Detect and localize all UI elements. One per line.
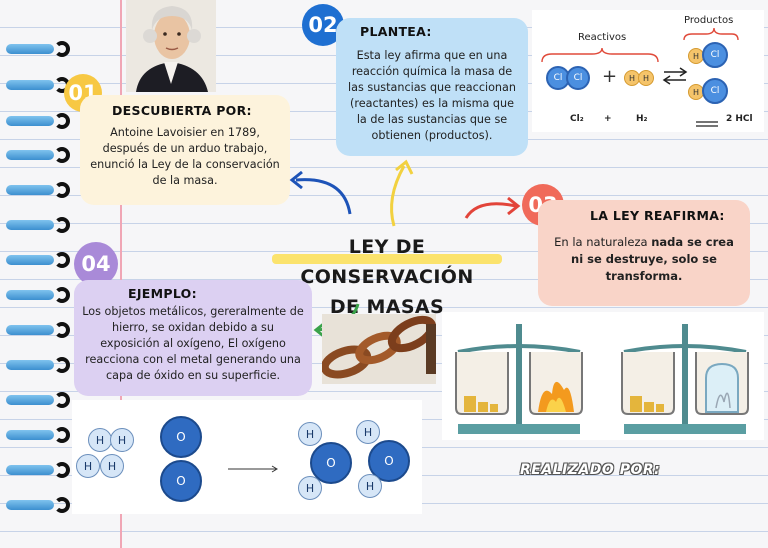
lavoisier-portrait — [126, 0, 216, 92]
reaction-diagram: Reactivos Productos Cl Cl + H H H Cl H C… — [532, 10, 764, 132]
made-by-label: REALIZADO POR: — [520, 462, 661, 478]
ring — [6, 497, 70, 513]
ring — [6, 392, 70, 408]
hydrogen-atom: H — [76, 454, 100, 478]
ring — [6, 147, 70, 163]
oxygen-atom: O — [160, 460, 202, 502]
hydrogen-atom: H — [358, 474, 382, 498]
ring — [6, 462, 70, 478]
equation-plus: + — [604, 114, 612, 124]
balance-scales-svg — [455, 324, 749, 434]
ring — [6, 41, 70, 57]
ring — [6, 357, 70, 373]
section-04-text: Los objetos metálicos, gereralmente de h… — [82, 305, 304, 382]
hydrogen-atom: H — [88, 428, 112, 452]
margin-line — [120, 0, 122, 548]
section-03-heading: LA LEY REAFIRMA: — [590, 208, 725, 223]
equation-cl2: Cl₂ — [570, 114, 584, 124]
oxygen-atom: O — [310, 442, 352, 484]
balance-scales-image — [442, 312, 764, 440]
section-04-number: 04 — [74, 242, 118, 286]
hydrogen-atom: H — [100, 454, 124, 478]
section-04-heading: EJEMPLO: — [128, 286, 197, 301]
products-label: Productos — [684, 15, 734, 26]
equation-product: 2 HCl — [726, 114, 753, 124]
title-line-2: DE MASAS — [329, 296, 445, 318]
chlorine-atom: Cl — [566, 66, 590, 90]
plus-sign: + — [602, 66, 618, 87]
section-04-card: EJEMPLO: Los objetos metálicos, gereralm… — [74, 280, 312, 396]
section-03-text-plain: En la naturaleza — [554, 235, 652, 249]
chlorine-atom: Cl — [702, 42, 728, 68]
chlorine-atom: Cl — [702, 78, 728, 104]
reaction-svg — [541, 27, 739, 127]
section-02-card: PLANTEA: Esta ley afirma que en una reac… — [336, 18, 528, 156]
hydrogen-atom: H — [356, 420, 380, 444]
hydrogen-atom: H — [298, 422, 322, 446]
ring — [6, 322, 70, 338]
ring — [6, 182, 70, 198]
equation-h2: H₂ — [636, 114, 648, 124]
hydrogen-atom: H — [638, 70, 654, 86]
arrow-to-section-02 — [390, 165, 406, 227]
ring — [6, 252, 70, 268]
ring — [6, 427, 70, 443]
section-03-card: LA LEY REAFIRMA: En la naturaleza nada s… — [538, 200, 750, 306]
hydrogen-atom: H — [110, 428, 134, 452]
ring — [6, 113, 70, 129]
rusty-chain-image — [322, 314, 436, 384]
section-03-text: En la naturaleza nada se crea ni se dest… — [548, 234, 740, 285]
section-03-text-bold: nada se crea ni se destruye, solo se tra… — [571, 235, 734, 283]
section-02-heading: PLANTEA: — [360, 24, 432, 39]
arrow-to-section-03 — [464, 202, 517, 219]
oxygen-atom: O — [160, 416, 202, 458]
title-line-1: LEY DE CONSERVACIÓN — [300, 236, 474, 288]
page-title: LEY DE CONSERVACIÓN DE MASAS — [262, 232, 512, 322]
reactants-label: Reactivos — [578, 32, 627, 43]
oxidation-molecules-diagram: H H H H O O H O H H O H — [72, 400, 422, 514]
arrow-to-section-01 — [295, 178, 352, 215]
section-01-heading: DESCUBIERTA POR: — [112, 103, 252, 118]
section-01-card: DESCUBIERTA POR: Antoine Lavoisier en 17… — [80, 95, 290, 205]
ring — [6, 217, 70, 233]
reaction-arrow — [228, 465, 278, 473]
hydrogen-atom: H — [298, 476, 322, 500]
section-02-text: Esta ley afirma que en una reacción quím… — [348, 49, 516, 142]
section-01-text: Antoine Lavoisier en 1789, después de un… — [90, 126, 280, 187]
ring — [6, 287, 70, 303]
